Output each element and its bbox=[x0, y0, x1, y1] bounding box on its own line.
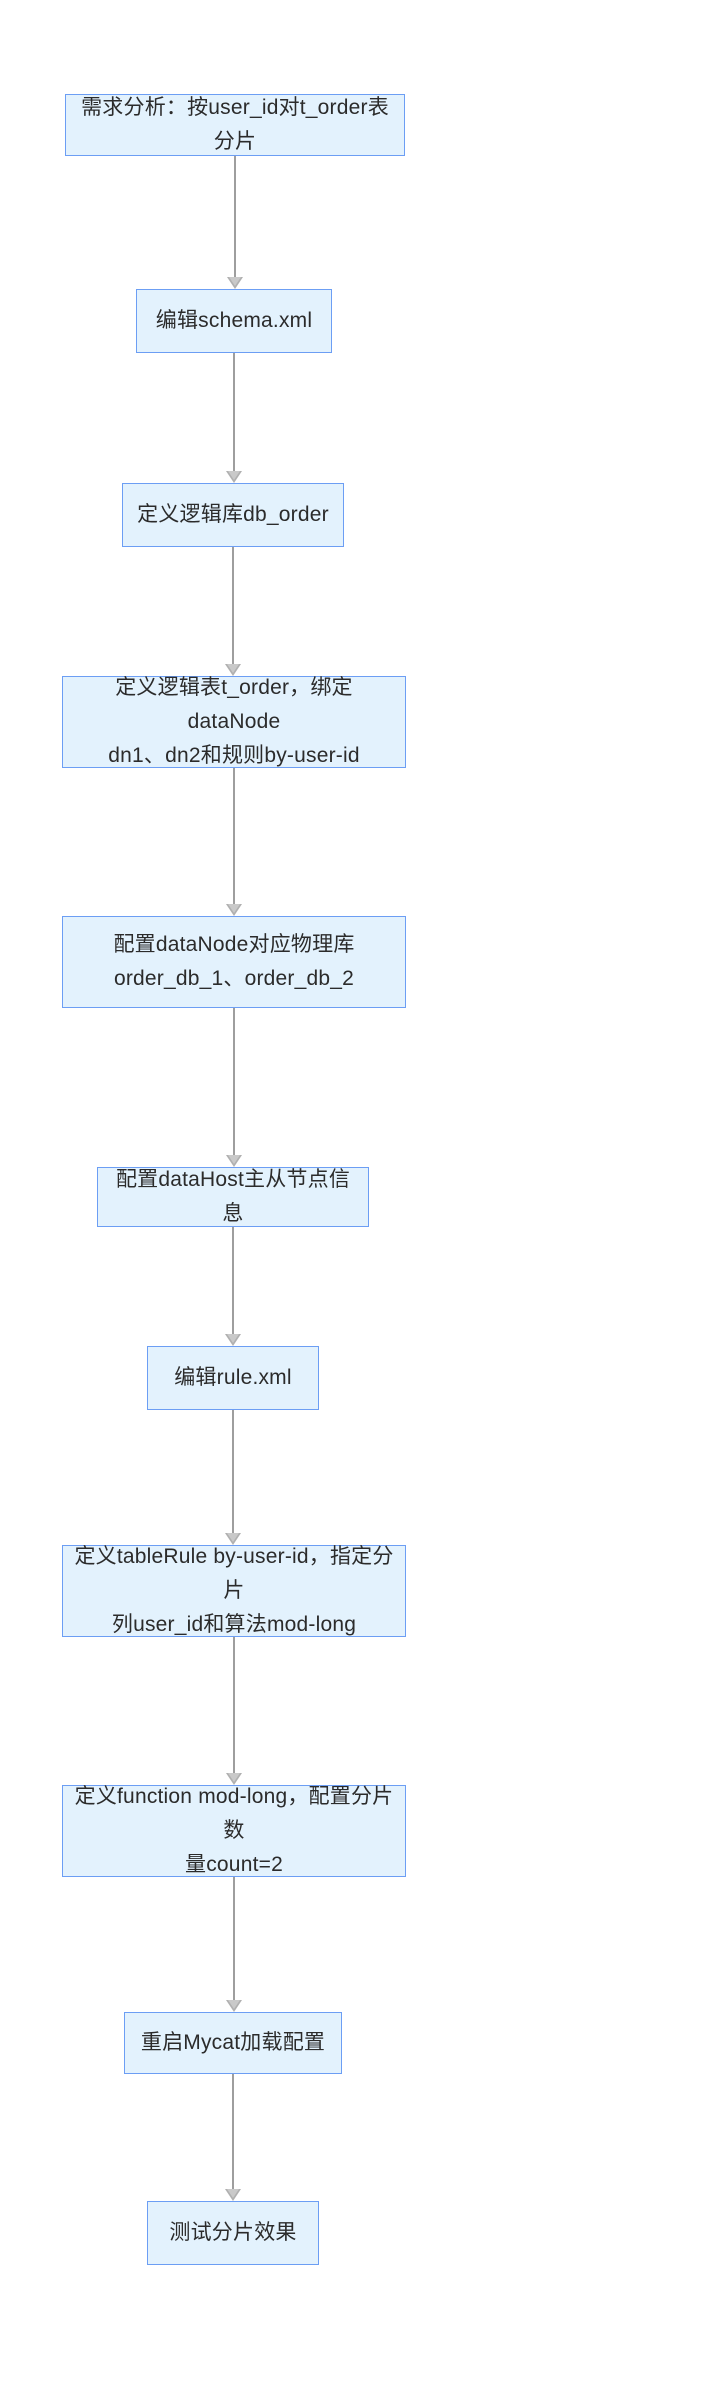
flow-edge-n5-to-n6 bbox=[233, 1008, 235, 1155]
arrow-down-icon bbox=[225, 2189, 241, 2201]
arrow-down-icon bbox=[227, 277, 243, 289]
flow-edge-n9-to-n10 bbox=[233, 1877, 235, 2000]
flow-node-n3[interactable]: 定义逻辑库db_order bbox=[122, 483, 344, 547]
flow-edge-n4-to-n5 bbox=[233, 768, 235, 904]
arrow-down-icon bbox=[226, 1773, 242, 1785]
flow-node-n11[interactable]: 测试分片效果 bbox=[147, 2201, 319, 2265]
flow-node-n1[interactable]: 需求分析：按user_id对t_order表分片 bbox=[65, 94, 405, 156]
flow-edge-n6-to-n7 bbox=[232, 1227, 234, 1334]
arrow-down-icon bbox=[226, 2000, 242, 2012]
flow-edge-n2-to-n3 bbox=[233, 353, 235, 471]
arrow-down-icon bbox=[226, 1155, 242, 1167]
flow-edge-n8-to-n9 bbox=[233, 1637, 235, 1773]
flow-node-n6[interactable]: 配置dataHost主从节点信息 bbox=[97, 1167, 369, 1227]
flow-edge-n7-to-n8 bbox=[232, 1410, 234, 1533]
arrow-down-icon bbox=[225, 1533, 241, 1545]
flow-node-n2[interactable]: 编辑schema.xml bbox=[136, 289, 332, 353]
flow-node-n10[interactable]: 重启Mycat加载配置 bbox=[124, 2012, 342, 2074]
flow-node-n4[interactable]: 定义逻辑表t_order，绑定dataNode dn1、dn2和规则by-use… bbox=[62, 676, 406, 768]
flow-node-n9[interactable]: 定义function mod-long，配置分片数 量count=2 bbox=[62, 1785, 406, 1877]
arrow-down-icon bbox=[226, 471, 242, 483]
flow-edge-n1-to-n2 bbox=[234, 156, 236, 277]
flow-edge-n10-to-n11 bbox=[232, 2074, 234, 2189]
flow-node-n8[interactable]: 定义tableRule by-user-id，指定分片 列user_id和算法m… bbox=[62, 1545, 406, 1637]
flow-edge-n3-to-n4 bbox=[232, 547, 234, 664]
flow-node-n7[interactable]: 编辑rule.xml bbox=[147, 1346, 319, 1410]
arrow-down-icon bbox=[226, 904, 242, 916]
flow-node-n5[interactable]: 配置dataNode对应物理库 order_db_1、order_db_2 bbox=[62, 916, 406, 1008]
arrow-down-icon bbox=[225, 664, 241, 676]
arrow-down-icon bbox=[225, 1334, 241, 1346]
